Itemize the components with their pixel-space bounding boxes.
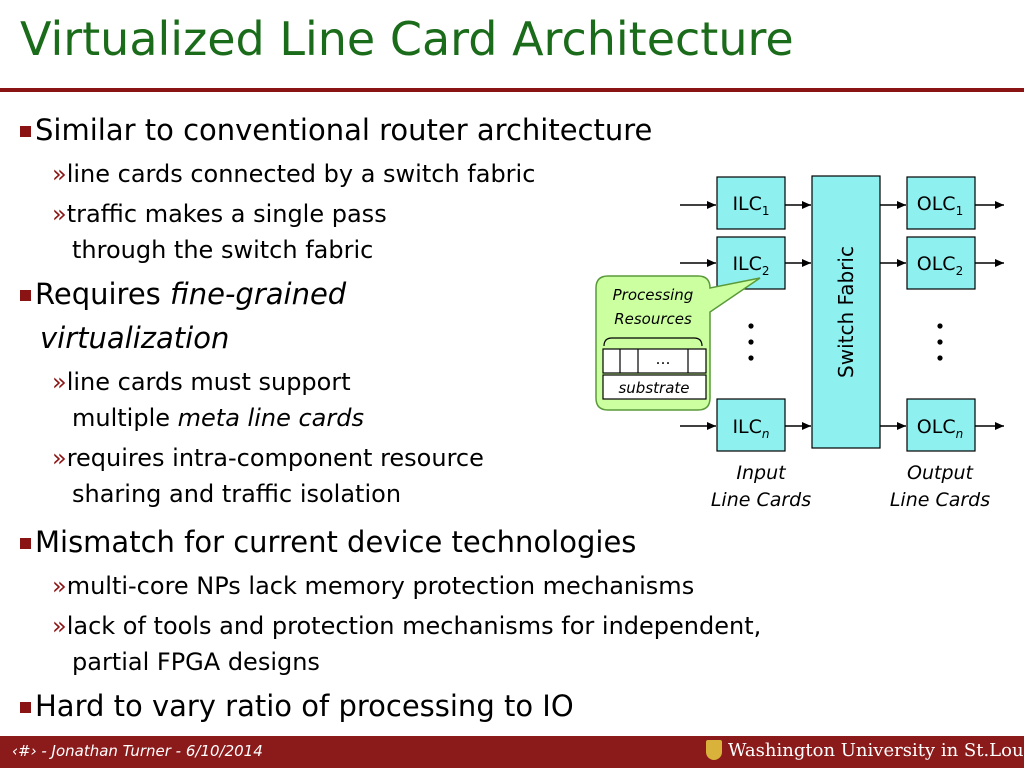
bullet-1a: »line cards connected by a switch fabric [52,156,535,192]
chevron-marker-icon: » [52,572,67,600]
olc-2-box [906,236,976,290]
substrate-ellipsis: … [656,350,671,368]
chevron-marker-icon: » [52,612,67,640]
bullet-3a: »multi-core NPs lack memory protection m… [52,568,694,604]
shield-icon [706,740,722,760]
bullet-2-cont: virtualization [40,321,230,355]
bullet-2b: »requires intra-component resource [52,440,484,476]
chevron-marker-icon: » [52,444,67,472]
output-caption-line-1: Output [907,462,975,484]
switch-fabric-label: Switch Fabric [834,246,858,378]
bullet-3-text: Mismatch for current device technologies [35,525,637,559]
bullet-2b-cont: sharing and traffic isolation [72,480,402,508]
bullet-2b-text: requires intra-component resource [66,444,484,472]
olc-1-label: OLC1 [917,193,963,218]
university-logo-text: Washington University in St.Louis [728,740,1024,761]
olc-2-label: OLC2 [917,253,963,278]
olc-vertical-ellipsis [937,323,943,361]
ilc-n-label: ILCn [732,416,769,441]
ilc-1-box [716,176,786,230]
bullet-square-icon [20,290,31,301]
chevron-marker-icon: » [52,368,67,396]
bullet-square-icon [20,126,31,137]
ilc-2-label: ILC2 [732,253,769,278]
callout-line-2: Resources [614,310,692,328]
bullet-2a-cont-text: multiple [72,404,178,432]
bullet-4-text: Hard to vary ratio of processing to IO [35,689,574,723]
olc-n-label: OLCn [917,416,963,441]
output-caption-line-2: Line Cards [890,489,990,511]
chevron-marker-icon: » [52,200,67,228]
olc-n-box [906,398,976,452]
callout-brace [603,337,703,347]
title-divider [0,88,1024,92]
callout-line-1: Processing [613,286,694,304]
input-caption-line-1: Input [736,462,787,484]
line-card-diagram: ILC1 ILC2 ILCn Switch Fabric OLC1 OLC2 O… [595,175,1004,511]
bullet-2a-text: line cards must support [66,368,351,396]
ilc-n-box [716,398,786,452]
bullet-1a-text: line cards connected by a switch fabric [66,160,536,188]
bullet-3: Mismatch for current device technologies [20,524,636,560]
bullet-1b-text: traffic makes a single pass [66,200,387,228]
bullet-3a-text: multi-core NPs lack memory protection me… [66,572,695,600]
university-logo: Washington University in St.Louis [706,740,1024,761]
bullet-2: Requires fine-grained [20,276,346,312]
switch-fabric-box [811,175,881,449]
bullet-4: Hard to vary ratio of processing to IO [20,688,574,724]
substrate-label: substrate [618,379,689,397]
bullet-2a: »line cards must support [52,364,351,400]
ilc-1-label: ILC1 [732,193,769,218]
bullet-square-icon [20,702,31,713]
footer-bar: ‹#› - Jonathan Turner - 6/10/2014 Washin… [0,736,1024,768]
ilc-vertical-ellipsis [748,323,754,361]
bullet-3b-text: lack of tools and protection mechanisms … [66,612,762,640]
bullet-1b-cont: through the switch fabric [72,236,374,264]
bullet-2a-emphasis: meta line cards [177,404,364,432]
bullet-1-text: Similar to conventional router architect… [35,113,653,147]
olc-1-box [906,176,976,230]
footer-text: ‹#› - Jonathan Turner - 6/10/2014 [12,742,263,760]
bullet-3b: »lack of tools and protection mechanisms… [52,608,761,644]
substrate-block [602,348,707,400]
input-caption-line-2: Line Cards [711,489,811,511]
bullet-1b: »traffic makes a single pass [52,196,387,232]
slide-title: Virtualized Line Card Architecture [20,12,794,66]
bullet-2a-cont: multiple meta line cards [72,400,364,436]
bullet-square-icon [20,538,31,549]
bullet-2-emphasis: fine-grained [170,277,347,311]
bullet-1: Similar to conventional router architect… [20,112,652,148]
chevron-marker-icon: » [52,160,67,188]
bullet-3b-cont: partial FPGA designs [72,648,320,676]
bullet-2-text: Requires [35,277,170,311]
